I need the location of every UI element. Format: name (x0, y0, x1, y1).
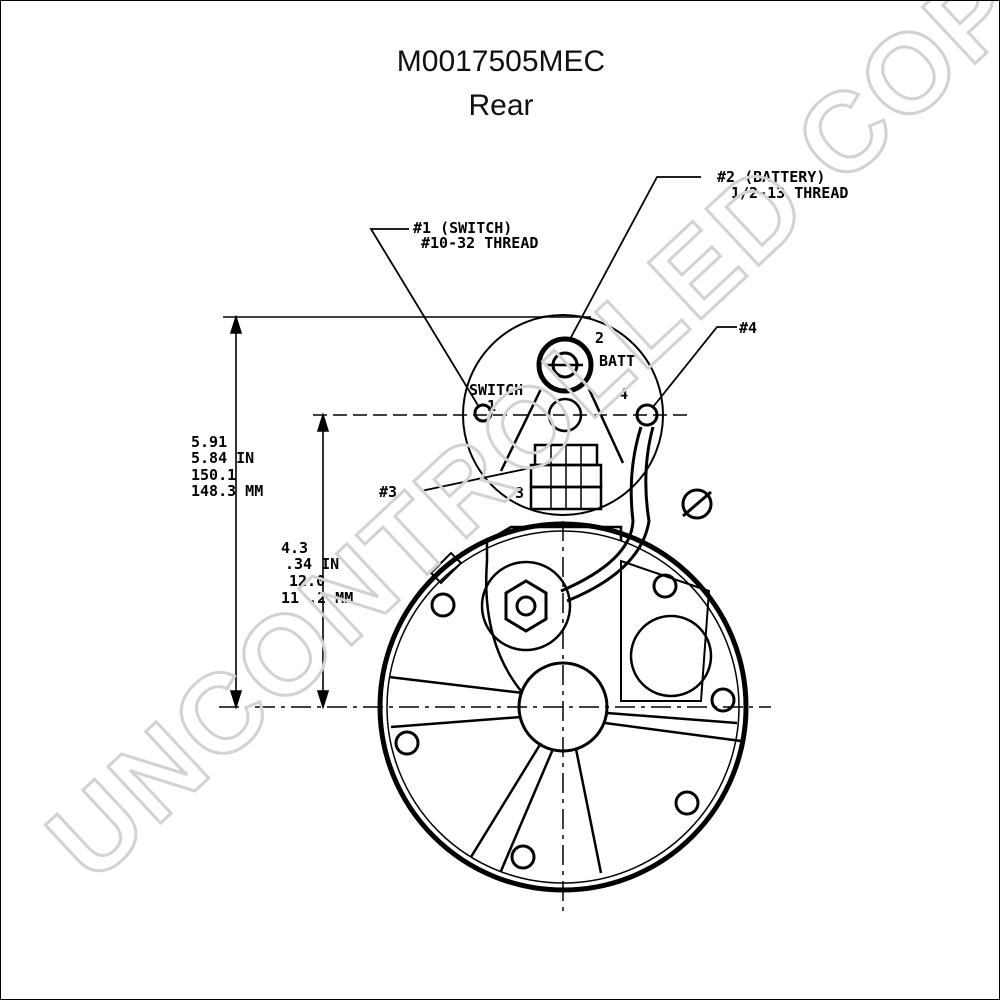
rotation-indicator (681, 488, 713, 520)
terminal-4 (635, 403, 659, 427)
bolt-holes (394, 573, 736, 870)
bolt-hole (710, 687, 736, 713)
bolt-hole (430, 592, 456, 618)
overall-dimension-text: 5.91 5.84 IN 150.1 148.3 MM (191, 433, 263, 500)
dimension-arrows (229, 314, 330, 710)
motor-housing (377, 521, 749, 893)
bolt-hole (510, 844, 536, 870)
end-frame-ribs (388, 675, 742, 874)
stud (515, 595, 537, 617)
terminal-number-3: 3 (515, 484, 524, 502)
battery-leader (568, 176, 701, 342)
solenoid (462, 314, 713, 603)
dimension-value: 11 .2 MM (281, 589, 353, 607)
terminal-number-2: 2 (595, 329, 604, 347)
dimension-value: 150.1 (191, 466, 236, 484)
battery-thread-callout: 1/2-13 THREAD (731, 184, 848, 202)
dimension-value: 148.3 MM (191, 482, 263, 500)
bolt-hole (394, 730, 420, 756)
solenoid-cap (462, 314, 664, 516)
switch-thread-callout: #10-32 THREAD (421, 234, 538, 252)
terminal-3-stud (547, 397, 583, 433)
view-title: Rear (468, 89, 534, 122)
lower-arrow-bottom (316, 690, 330, 710)
housing-tab (429, 551, 463, 585)
dimension-value: 12.0 (289, 572, 325, 590)
terminal-4-leader (652, 326, 737, 408)
switch-terminal (473, 403, 493, 423)
terminal-number-1: 1 (487, 397, 496, 415)
overall-arrow-top (229, 314, 243, 334)
side-cover (620, 559, 711, 702)
lower-arrow-top (316, 412, 330, 432)
bolt-hole (674, 790, 700, 816)
battery-terminal (536, 336, 594, 394)
extension-lines (219, 316, 771, 916)
bolt-hole (652, 573, 678, 599)
switch-callout: #1 (SWITCH) (413, 219, 512, 237)
leader-lines (369, 176, 737, 492)
stud-boss (480, 560, 572, 652)
motor-inner-circle (386, 530, 740, 884)
field-wire (560, 426, 643, 593)
lower-dimension-text: 4.3 .34 IN 12.0 11 .2 MM (281, 539, 353, 607)
uncontrolled-copy-watermark: UNCONTROLLED COPY (24, 1, 1000, 904)
terminal-number-4: 4 (619, 385, 628, 403)
terminal-3-leader (420, 466, 536, 492)
switch-leader (369, 228, 480, 408)
part-number-title: M0017505MEC (396, 45, 606, 78)
terminal-3-callout: #3 (379, 483, 397, 501)
stud-nut (504, 579, 548, 633)
batt-label: BATT (599, 352, 635, 370)
battery-callout: #2 (BATTERY) (717, 168, 825, 186)
dimension-value: .34 IN (285, 555, 339, 573)
motor-outer-circle (377, 521, 749, 893)
dimension-value: 4.3 (281, 539, 308, 557)
overall-arrow-bottom (229, 690, 243, 710)
dimension-value: 5.91 (191, 433, 227, 451)
center-hub (517, 661, 609, 753)
dimension-value: 5.84 IN (191, 449, 254, 467)
terminal-4-callout: #4 (739, 319, 757, 337)
side-boss (629, 614, 713, 698)
terminal-braces (499, 388, 625, 472)
switch-label: SWITCH (469, 381, 523, 399)
